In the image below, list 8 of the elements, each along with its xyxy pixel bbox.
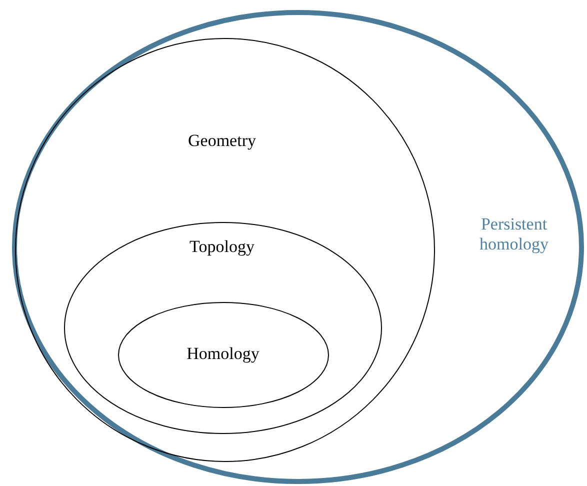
set-label: Homology bbox=[186, 344, 260, 364]
set-ellipse bbox=[64, 222, 382, 434]
set-label: Geometry bbox=[187, 130, 257, 152]
set-ellipse bbox=[15, 38, 435, 462]
set-label: Topology bbox=[188, 236, 256, 258]
set-ellipse bbox=[12, 10, 584, 484]
set-ellipse bbox=[118, 302, 329, 408]
set-label: Persistent homology bbox=[478, 214, 550, 256]
